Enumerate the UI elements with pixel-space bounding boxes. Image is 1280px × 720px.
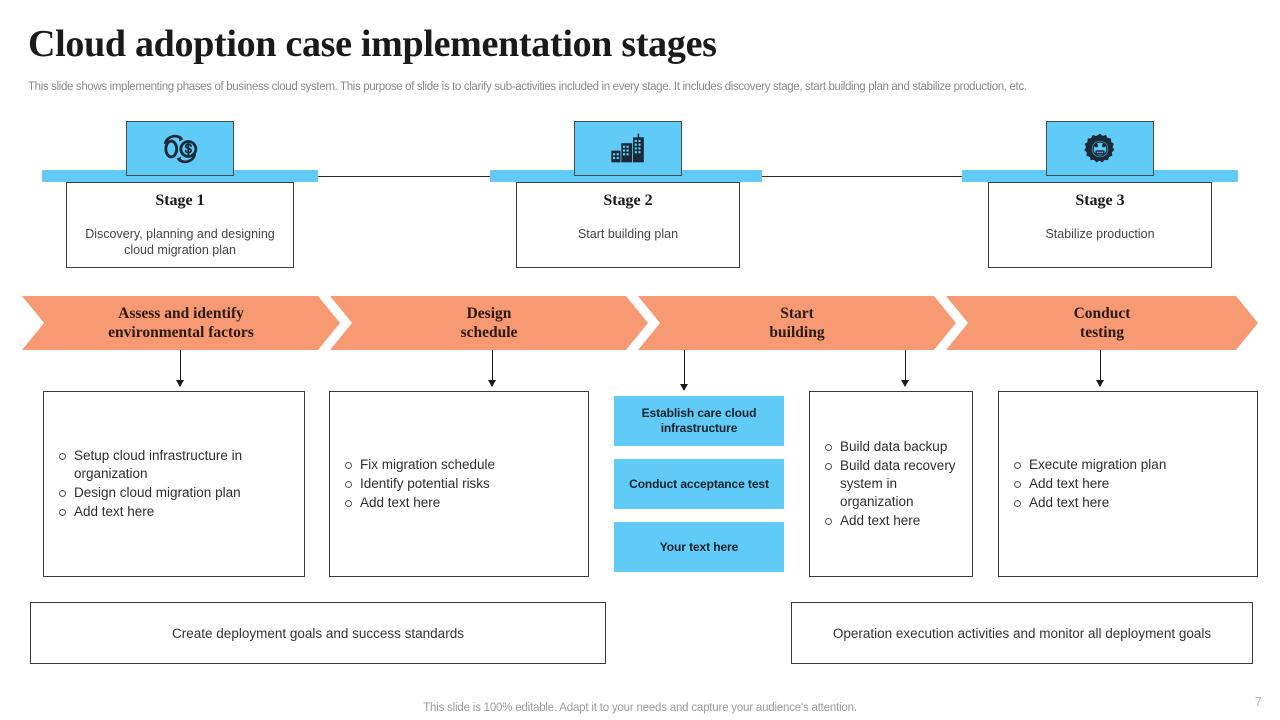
- stage-description: Discovery, planning and designing cloud …: [85, 227, 275, 257]
- summary-box-1: Create deployment goals and success stan…: [30, 602, 606, 664]
- page-title: Cloud adoption case implementation stage…: [28, 23, 717, 65]
- detail-list: Setup cloud infrastructure in organizati…: [44, 447, 304, 522]
- summary-label: Create deployment goals and success stan…: [172, 625, 464, 641]
- stage-icon-3: [1046, 121, 1154, 176]
- list-item: Add text here: [344, 494, 495, 512]
- stage-icon-1: [126, 121, 234, 176]
- summary-label: Operation execution activities and monit…: [832, 625, 1212, 641]
- footer-note: This slide is 100% editable. Adapt it to…: [423, 702, 857, 714]
- stage-description: Start building plan: [577, 227, 679, 241]
- city-buildings-icon: [608, 132, 648, 166]
- block-label: Establish care cloud infrastructure: [641, 406, 757, 435]
- list-item: Fix migration schedule: [344, 456, 496, 472]
- list-item: Identify potential risks: [344, 475, 495, 493]
- list-item: Execute migration plan: [1013, 456, 1167, 472]
- stage-name: Stage 1: [155, 192, 205, 209]
- block-label: Conduct acceptance test: [629, 476, 769, 491]
- connector-arrow-5: [1096, 350, 1104, 387]
- detail-box-1: Setup cloud infrastructure in organizati…: [43, 391, 305, 577]
- connector-arrow-1: [176, 350, 184, 387]
- timeline-segment-2: [490, 170, 762, 182]
- stage-icon-2: [574, 121, 682, 176]
- connector-arrow-4: [901, 350, 909, 387]
- detail-box-2: Fix migration schedule Identify potentia…: [329, 391, 589, 577]
- stage-card-1: Stage 1 Discovery, planning and designin…: [66, 182, 294, 268]
- list-item: Design cloud migration plan: [59, 484, 304, 502]
- list-item: Add text here: [1013, 494, 1166, 512]
- list-item: Add text here: [1013, 475, 1166, 493]
- detail-block-3-1[interactable]: Establish care cloud infrastructure: [614, 396, 784, 446]
- list-item: Setup cloud infrastructure in organizati…: [59, 447, 304, 483]
- currency-exchange-icon: [160, 132, 200, 166]
- block-label: Your text here: [659, 539, 739, 554]
- gear-settings-icon: [1082, 132, 1118, 166]
- detail-list: Build data backup Build data recovery sy…: [810, 438, 972, 531]
- timeline-segment-3: [962, 170, 1238, 182]
- detail-list: Execute migration plan Add text here Add…: [999, 456, 1166, 513]
- list-item: Build data backup: [825, 438, 972, 456]
- stage-card-3: Stage 3 Stabilize production: [988, 182, 1212, 268]
- list-item: Build data recovery system in organizati…: [825, 457, 972, 511]
- page-subtitle: This slide shows implementing phases of …: [28, 81, 1027, 93]
- connector-arrow-3: [680, 350, 688, 391]
- stage-card-2: Stage 2 Start building plan: [516, 182, 740, 268]
- connector-arrow-2: [488, 350, 496, 387]
- timeline-segment-1: [42, 170, 318, 182]
- list-item: Add text here: [825, 512, 972, 530]
- page-number: 7: [1254, 694, 1262, 709]
- detail-box-5: Execute migration plan Add text here Add…: [998, 391, 1258, 577]
- detail-box-4: Build data backup Build data recovery sy…: [809, 391, 973, 577]
- detail-block-3-3[interactable]: Your text here: [614, 522, 784, 572]
- stage-description: Stabilize production: [1045, 227, 1155, 241]
- stage-name: Stage 2: [603, 192, 653, 209]
- detail-list: Fix migration schedule Identify potentia…: [330, 456, 495, 513]
- summary-box-2: Operation execution activities and monit…: [791, 602, 1253, 664]
- stage-name: Stage 3: [1075, 192, 1125, 209]
- detail-block-3-2[interactable]: Conduct acceptance test: [614, 459, 784, 509]
- list-item: Add text here: [59, 503, 304, 521]
